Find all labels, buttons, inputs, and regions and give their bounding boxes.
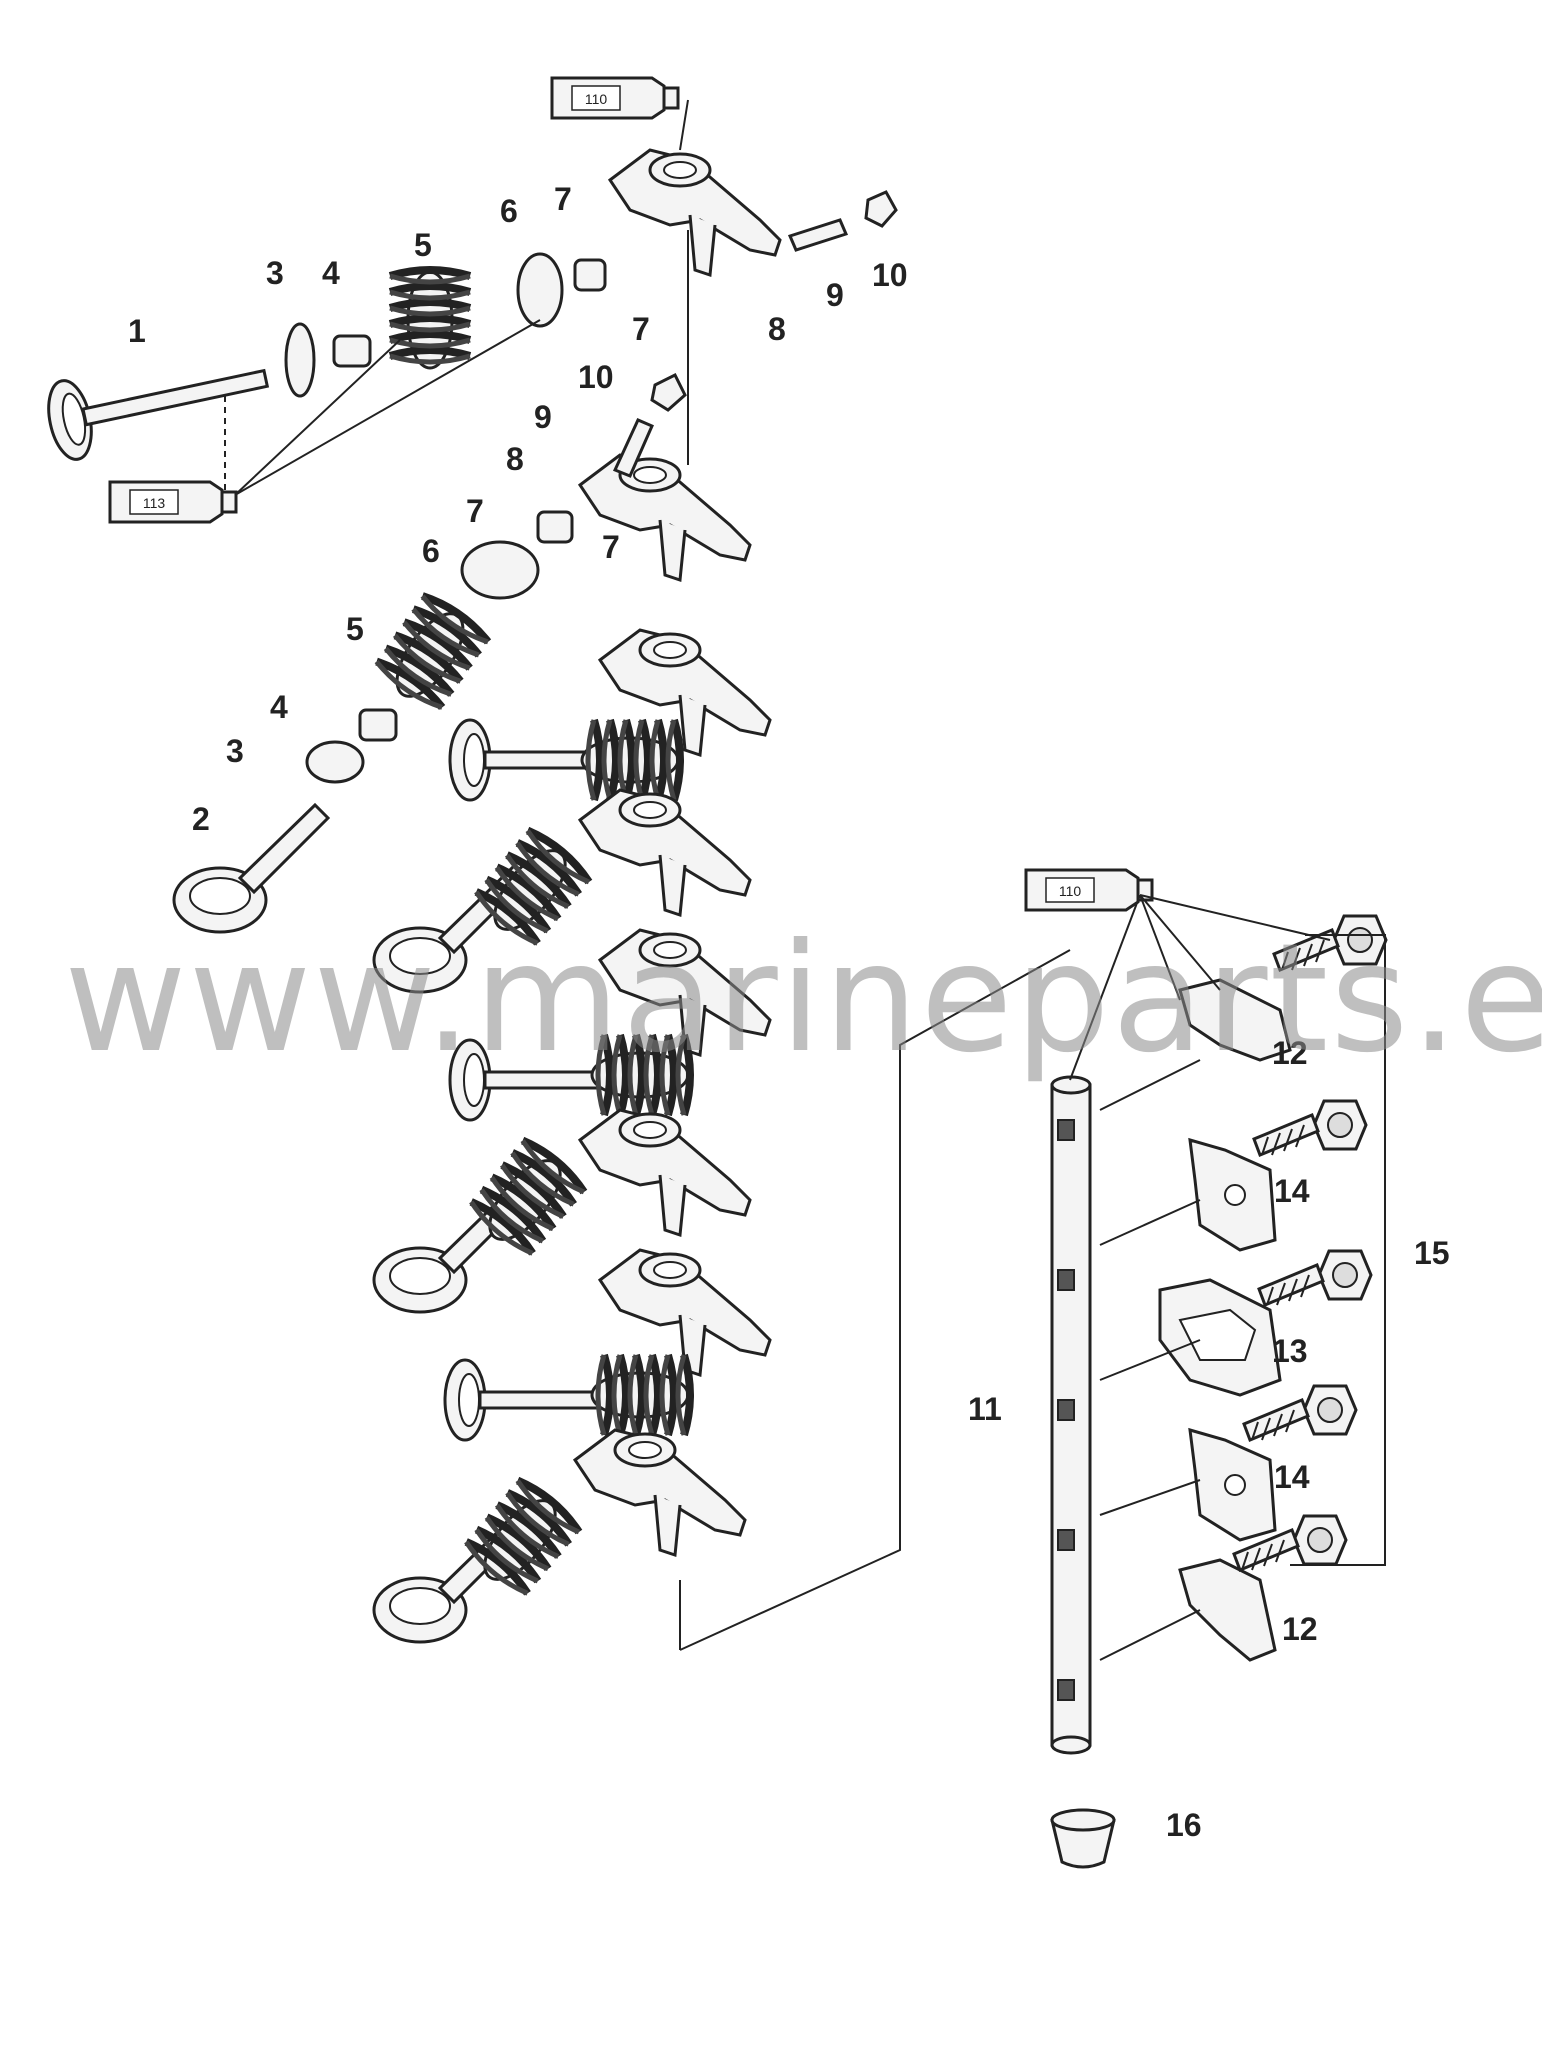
callout-13: 13 [1272,1333,1308,1369]
screw-second [612,418,654,478]
lubricant-code: 113 [143,495,166,511]
callout-2: 2 [192,801,210,837]
bolt-3 [1257,1249,1373,1307]
keeper-second [358,708,398,742]
spring-second [370,591,492,717]
washer-top [284,322,316,398]
lock-nut-second [650,372,687,412]
spring-top [390,270,470,368]
callout-6-lower: 6 [422,533,440,569]
screw-top [787,218,849,252]
callout-9-lower: 9 [534,399,552,435]
callout-10-lower: 10 [578,359,614,395]
callout-9-top: 9 [826,277,844,313]
lubricant-code: 110 [585,91,608,107]
callout-4-top: 4 [322,255,340,291]
callout-8-top: 8 [768,311,786,347]
callout-14-lower: 14 [1274,1459,1310,1495]
lubricant-tube-110-top: 110 [550,76,680,120]
bolt-4 [1242,1384,1358,1442]
callout-12-top: 12 [1272,1035,1308,1071]
callout-4-lower: 4 [270,689,288,725]
lubricant-tube-113: 113 [108,480,238,524]
leader-lines [224,99,1386,1661]
callout-1: 1 [128,313,146,349]
callout-6-top: 6 [500,193,518,229]
bracket-12-top [1178,978,1292,1062]
callout-5-lower: 5 [346,611,364,647]
rocker-arm-stack-4 [578,1108,752,1237]
spring-stack-5 [592,1355,690,1435]
rocker-arm-stack-2 [578,788,752,917]
rocker-shaft [1050,1075,1092,1755]
washer-second [305,740,365,784]
spring-stack-6 [459,1476,583,1602]
callout-3-top: 3 [266,255,284,291]
callout-labels: 1 2 3 3 4 4 5 5 6 6 7 7 7 7 8 8 9 9 10 1… [128,181,1450,1843]
keeper-top [332,334,372,368]
retainer-second [460,540,540,600]
plug-cap [1050,1808,1116,1869]
callout-16: 16 [1166,1807,1202,1843]
callout-10-top: 10 [872,257,908,293]
watermark: www.marineparts.eu [64,912,1542,1086]
callout-12-bottom: 12 [1282,1611,1318,1647]
rocker-arm-stack-6 [573,1428,747,1557]
callout-7-a: 7 [554,181,572,217]
adjuster-top [573,258,607,292]
callout-15: 15 [1414,1235,1450,1271]
lock-nut-top [864,190,898,228]
callout-3-lower: 3 [226,733,244,769]
callout-11: 11 [968,1391,1002,1427]
spring-stack-1 [582,720,680,800]
callout-7-c: 7 [466,493,484,529]
callout-14-upper: 14 [1274,1173,1310,1209]
callout-8-lower: 8 [506,441,524,477]
retainer-top [516,252,564,328]
bracket-14-lower [1188,1427,1277,1542]
bracket-13 [1158,1278,1282,1397]
lubricant-tube-110-right: 110 [1024,868,1154,912]
adjuster-second [536,510,574,544]
rocker-arm-top [608,148,782,277]
callout-7-d: 7 [602,529,620,565]
callout-5-top: 5 [414,227,432,263]
rocker-arm-stack-1 [598,628,772,757]
bracket-12-bottom [1178,1558,1277,1662]
valve-exhaust [40,337,276,465]
callout-7-b: 7 [632,311,650,347]
lubricant-code: 110 [1059,883,1082,899]
bolt-2 [1252,1099,1368,1157]
bracket-14-upper [1188,1137,1277,1252]
